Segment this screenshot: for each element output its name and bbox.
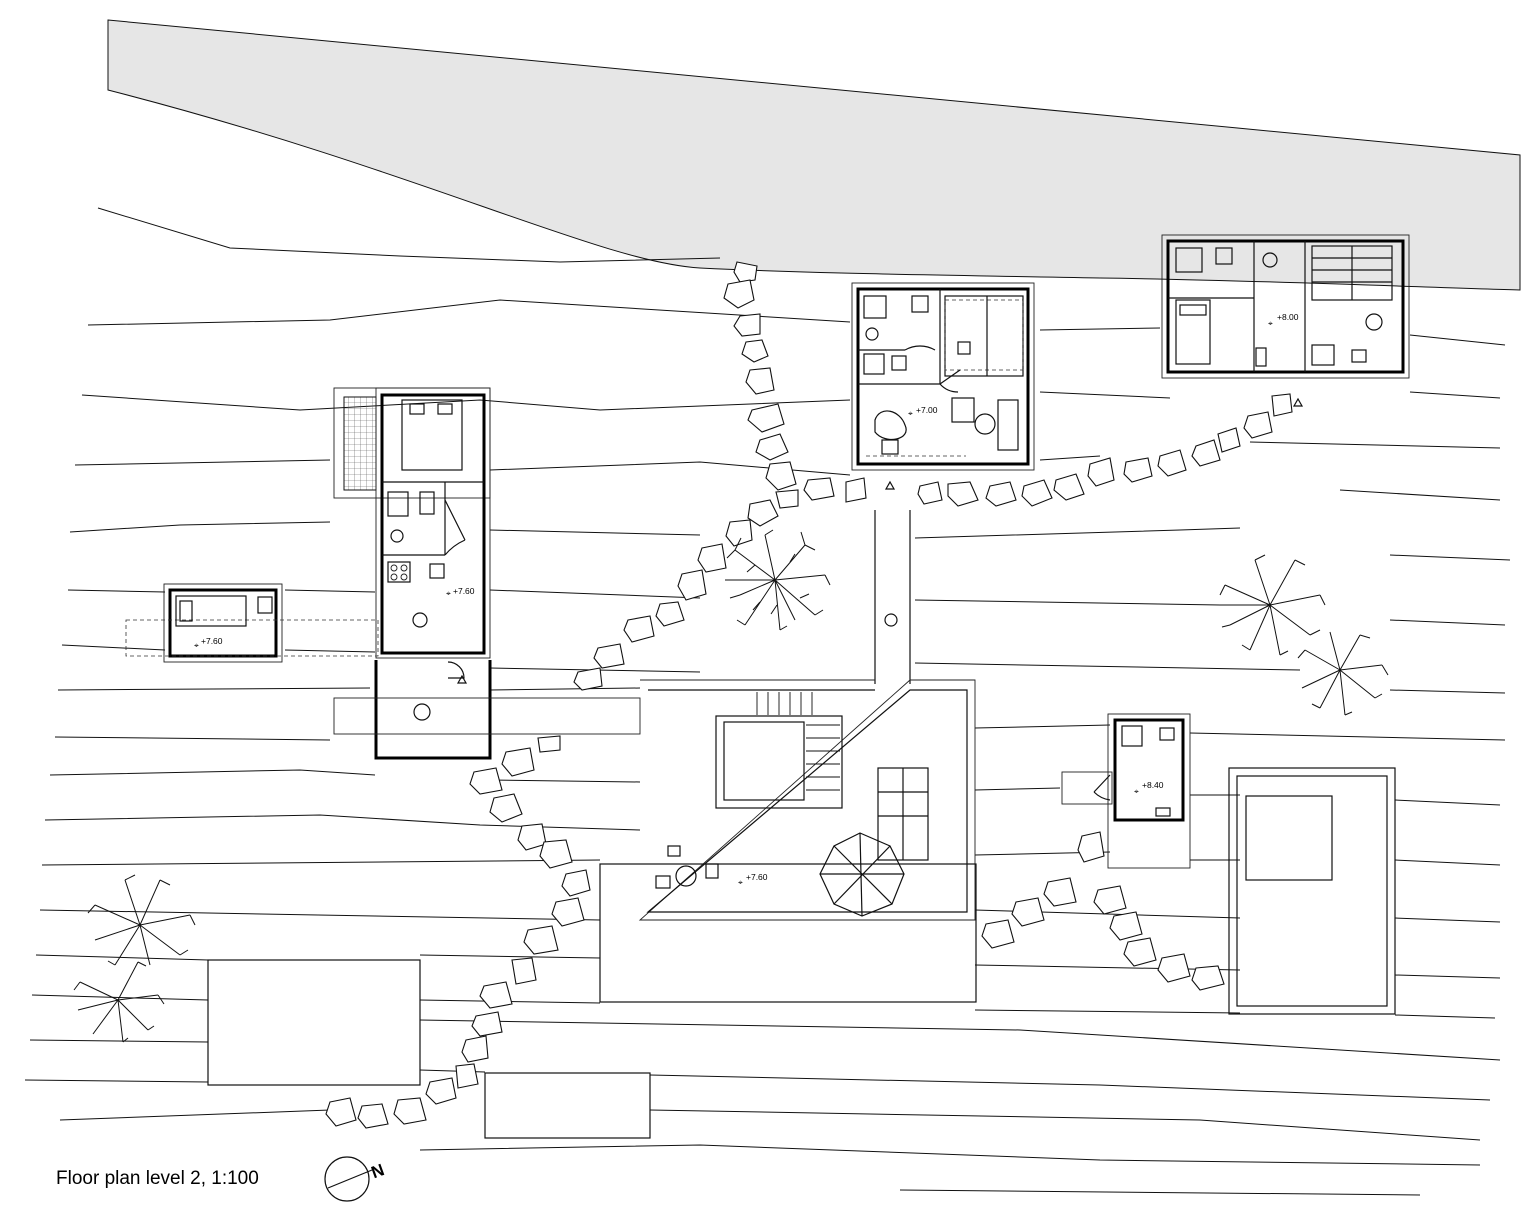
- block-southwest: [207, 959, 421, 1086]
- house-west: +7.60 ⌖: [333, 387, 641, 760]
- stair-terrace: [756, 692, 840, 791]
- tree-center: [725, 529, 831, 631]
- level-marker-house-west: ⌖: [446, 588, 451, 598]
- north-arrow: N: [324, 1156, 387, 1202]
- level-marker-terrace: ⌖: [738, 877, 743, 887]
- pool-east: [1228, 767, 1396, 1015]
- level-label-terrace: +7.60: [746, 872, 768, 882]
- tree-southwest-1: [87, 874, 196, 966]
- stepping-stone-path: [325, 261, 1293, 1129]
- level-label-house-center: +7.00: [916, 405, 938, 415]
- level-label-house-northeast: +8.00: [1277, 312, 1299, 322]
- terrace-central: +7.60 ⌖: [638, 679, 976, 921]
- contour-lines: [24, 207, 1511, 1196]
- level-label-house-west: +7.60: [453, 586, 475, 596]
- hillside-area: [107, 19, 1521, 291]
- tree-southwest-2: [73, 961, 165, 1043]
- walkway-center: [874, 510, 911, 684]
- kiosk-east: +8.40 ⌖: [1061, 713, 1191, 869]
- house-center: +7.00 ⌖: [851, 282, 1035, 490]
- tree-east-2: [1297, 631, 1389, 716]
- drawing-caption: Floor plan level 2, 1:100: [56, 1168, 259, 1189]
- house-northeast: +8.00 ⌖: [1161, 234, 1410, 407]
- tree-symbols: [73, 529, 1389, 1043]
- level-label-kiosk-east: +8.40: [1142, 780, 1164, 790]
- studio-west: +7.60 ⌖: [125, 583, 379, 663]
- level-label-studio-west: +7.60: [201, 636, 223, 646]
- level-marker-studio-west: ⌖: [194, 640, 199, 650]
- north-label: N: [369, 1160, 387, 1182]
- block-south: [484, 1072, 651, 1139]
- tree-east-1: [1219, 554, 1326, 656]
- level-marker-house-northeast: ⌖: [1268, 318, 1273, 328]
- level-marker-kiosk-east: ⌖: [1134, 786, 1139, 796]
- lower-platform: [599, 863, 977, 1003]
- level-marker-house-center: ⌖: [908, 408, 913, 418]
